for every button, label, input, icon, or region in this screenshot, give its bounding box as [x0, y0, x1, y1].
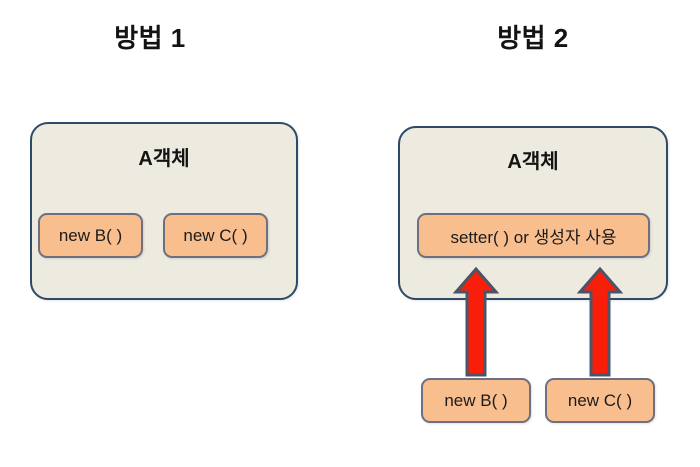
- container-label-a-object-left: A객체: [138, 148, 190, 170]
- box-setter-or-constructor: setter( ) or 생성자 사용: [417, 213, 650, 258]
- panel-title-method-1: 방법 1: [114, 23, 186, 53]
- panel-title-method-2: 방법 2: [497, 23, 569, 53]
- box-new-c-inside-a-object: new C( ): [163, 213, 268, 258]
- arrow-new-b-to-setter-icon: [453, 266, 499, 378]
- container-label-a-object-right: A객체: [507, 151, 559, 173]
- box-new-c-external: new C( ): [545, 378, 655, 423]
- object-container-method-1: A객체: [30, 122, 298, 300]
- box-new-b-inside-a-object: new B( ): [38, 213, 143, 258]
- box-new-b-external: new B( ): [421, 378, 531, 423]
- arrow-new-c-to-setter-icon: [577, 266, 623, 378]
